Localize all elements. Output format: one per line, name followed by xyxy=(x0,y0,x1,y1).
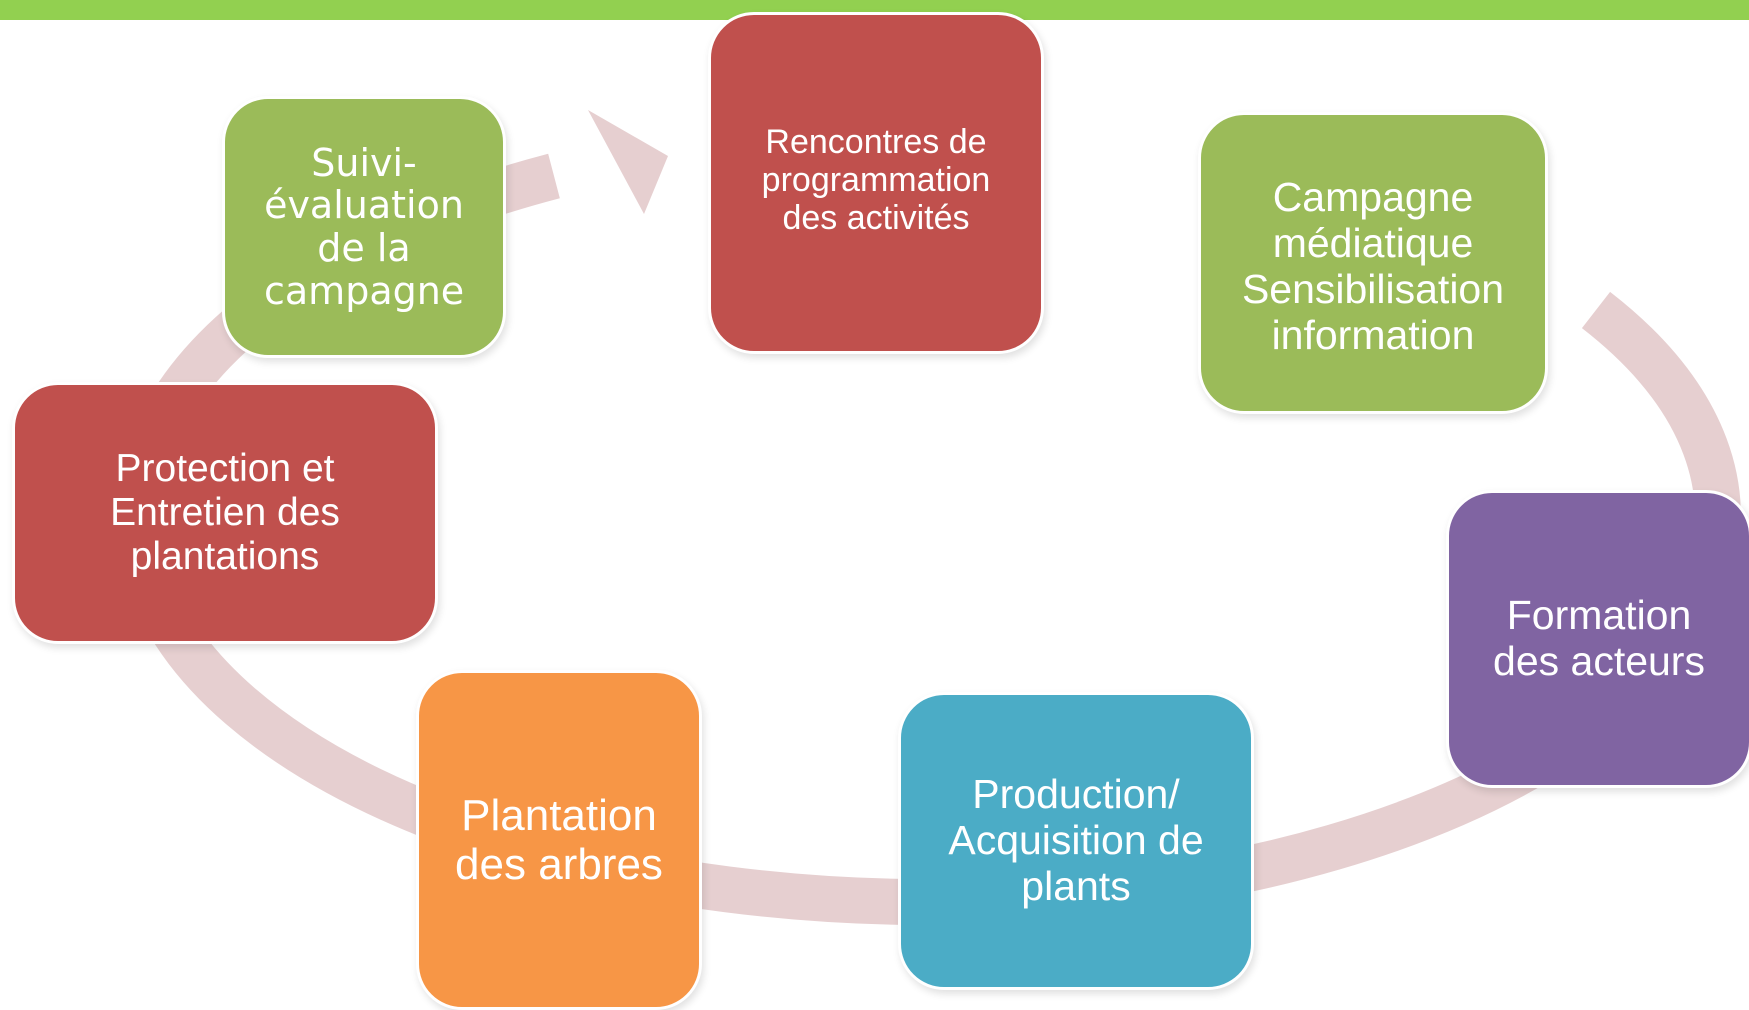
node-suivi-label: Suivi-évaluation de la campagne xyxy=(264,140,465,313)
node-suivi: Suivi-évaluation de la campagne xyxy=(222,96,506,358)
node-formation-label: Formation des acteurs xyxy=(1493,592,1705,684)
node-production-label: Production/ Acquisition de plants xyxy=(948,771,1204,909)
node-protection-label: Protection et Entretien des plantations xyxy=(110,447,340,578)
cycle-arrowhead xyxy=(588,110,668,214)
node-campagne: Campagne médiatique Sensibilisation info… xyxy=(1198,112,1548,414)
node-formation: Formation des acteurs xyxy=(1446,490,1749,788)
node-rencontres-label: Rencontres de programmation des activité… xyxy=(761,123,991,238)
node-production: Production/ Acquisition de plants xyxy=(898,692,1254,990)
top-accent-bar xyxy=(0,0,1749,20)
node-campagne-label: Campagne médiatique Sensibilisation info… xyxy=(1241,174,1505,358)
node-plantation: Plantation des arbres xyxy=(416,670,702,1010)
node-plantation-label: Plantation des arbres xyxy=(455,790,663,889)
node-protection: Protection et Entretien des plantations xyxy=(12,382,438,644)
node-rencontres: Rencontres de programmation des activité… xyxy=(708,12,1044,354)
